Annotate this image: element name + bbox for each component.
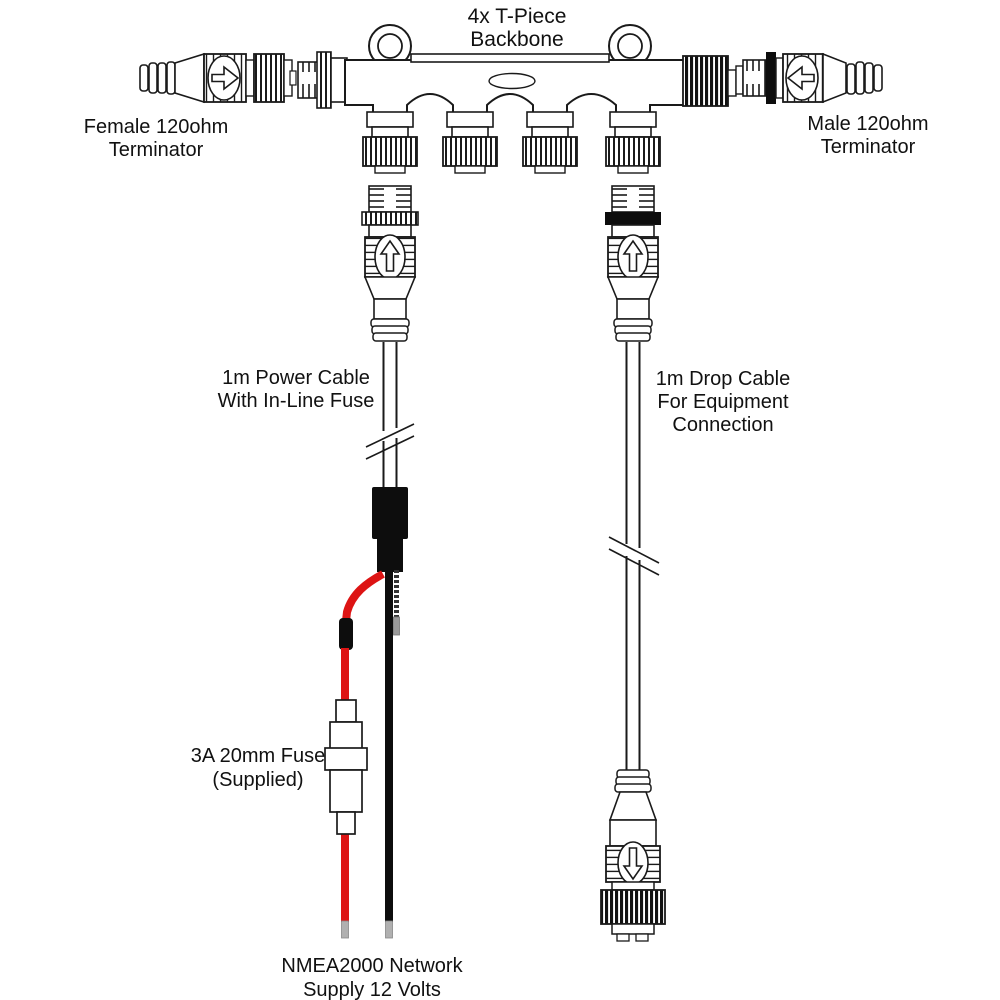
fuse-holder	[324, 699, 368, 835]
shrink-joint	[339, 618, 353, 650]
drain-wire-tip	[393, 616, 400, 636]
fuse-label-line1: 3A 20mm Fuse	[191, 745, 326, 767]
drop-cable-connector-top	[605, 185, 661, 342]
power-cable	[365, 342, 415, 490]
fuse-label-line2: (Supplied)	[212, 769, 303, 791]
up-arrow-icon	[379, 239, 401, 272]
shield-drain-wire	[393, 570, 400, 636]
drop-cable-connector-bottom	[600, 769, 666, 942]
drop-cable-label-line3: Connection	[672, 414, 773, 436]
mounting-ear-left	[368, 24, 412, 68]
up-arrow-icon	[622, 239, 644, 272]
male-terminator-label-line2: Terminator	[821, 136, 916, 158]
drop-cable-label-line2: For Equipment	[657, 391, 789, 413]
female-terminator-label-line2: Terminator	[109, 139, 204, 161]
mounting-hole	[617, 33, 643, 59]
down-arrow-icon	[622, 847, 644, 881]
left-arrow-icon	[786, 65, 815, 91]
power-cable-connector	[361, 185, 419, 342]
heat-shrink-sleeve	[372, 487, 408, 572]
black-supply-wire	[385, 570, 393, 939]
backbone-left-stub	[297, 51, 348, 109]
backbone-port-1	[362, 111, 418, 174]
power-cable-label-line1: 1m Power Cable	[222, 367, 370, 389]
cable-break-mark	[608, 536, 660, 576]
stripped-wire-tip	[385, 920, 393, 939]
female-terminator	[139, 52, 297, 104]
diagram-title-line1: 4x T-Piece	[468, 5, 567, 28]
t-piece-backbone	[297, 24, 737, 174]
male-terminator	[735, 52, 883, 104]
female-terminator-label-line1: Female 120ohm	[84, 116, 229, 138]
red-supply-wire	[339, 570, 385, 939]
mounting-hole	[377, 33, 403, 59]
mounting-ear-right	[608, 24, 652, 68]
diagram-title-line2: Backbone	[470, 28, 563, 51]
drop-cable-label-line1: 1m Drop Cable	[656, 368, 791, 390]
supply-label-line2: Supply 12 Volts	[303, 979, 441, 1000]
power-cable-label-line2: With In-Line Fuse	[218, 390, 375, 412]
backbone-port-4	[605, 111, 661, 174]
backbone-port-3	[522, 111, 578, 174]
supply-label-line1: NMEA2000 Network	[281, 955, 463, 977]
backbone-top-bar	[410, 53, 610, 63]
male-terminator-label-line1: Male 120ohm	[807, 113, 928, 135]
stripped-wire-tip	[341, 920, 349, 939]
cable-break-mark	[365, 423, 415, 460]
backbone-label-oval	[488, 72, 536, 90]
drop-cable	[608, 342, 660, 770]
backbone-port-2	[442, 111, 498, 174]
right-arrow-icon	[211, 65, 240, 91]
backbone-right-nut	[682, 55, 737, 107]
